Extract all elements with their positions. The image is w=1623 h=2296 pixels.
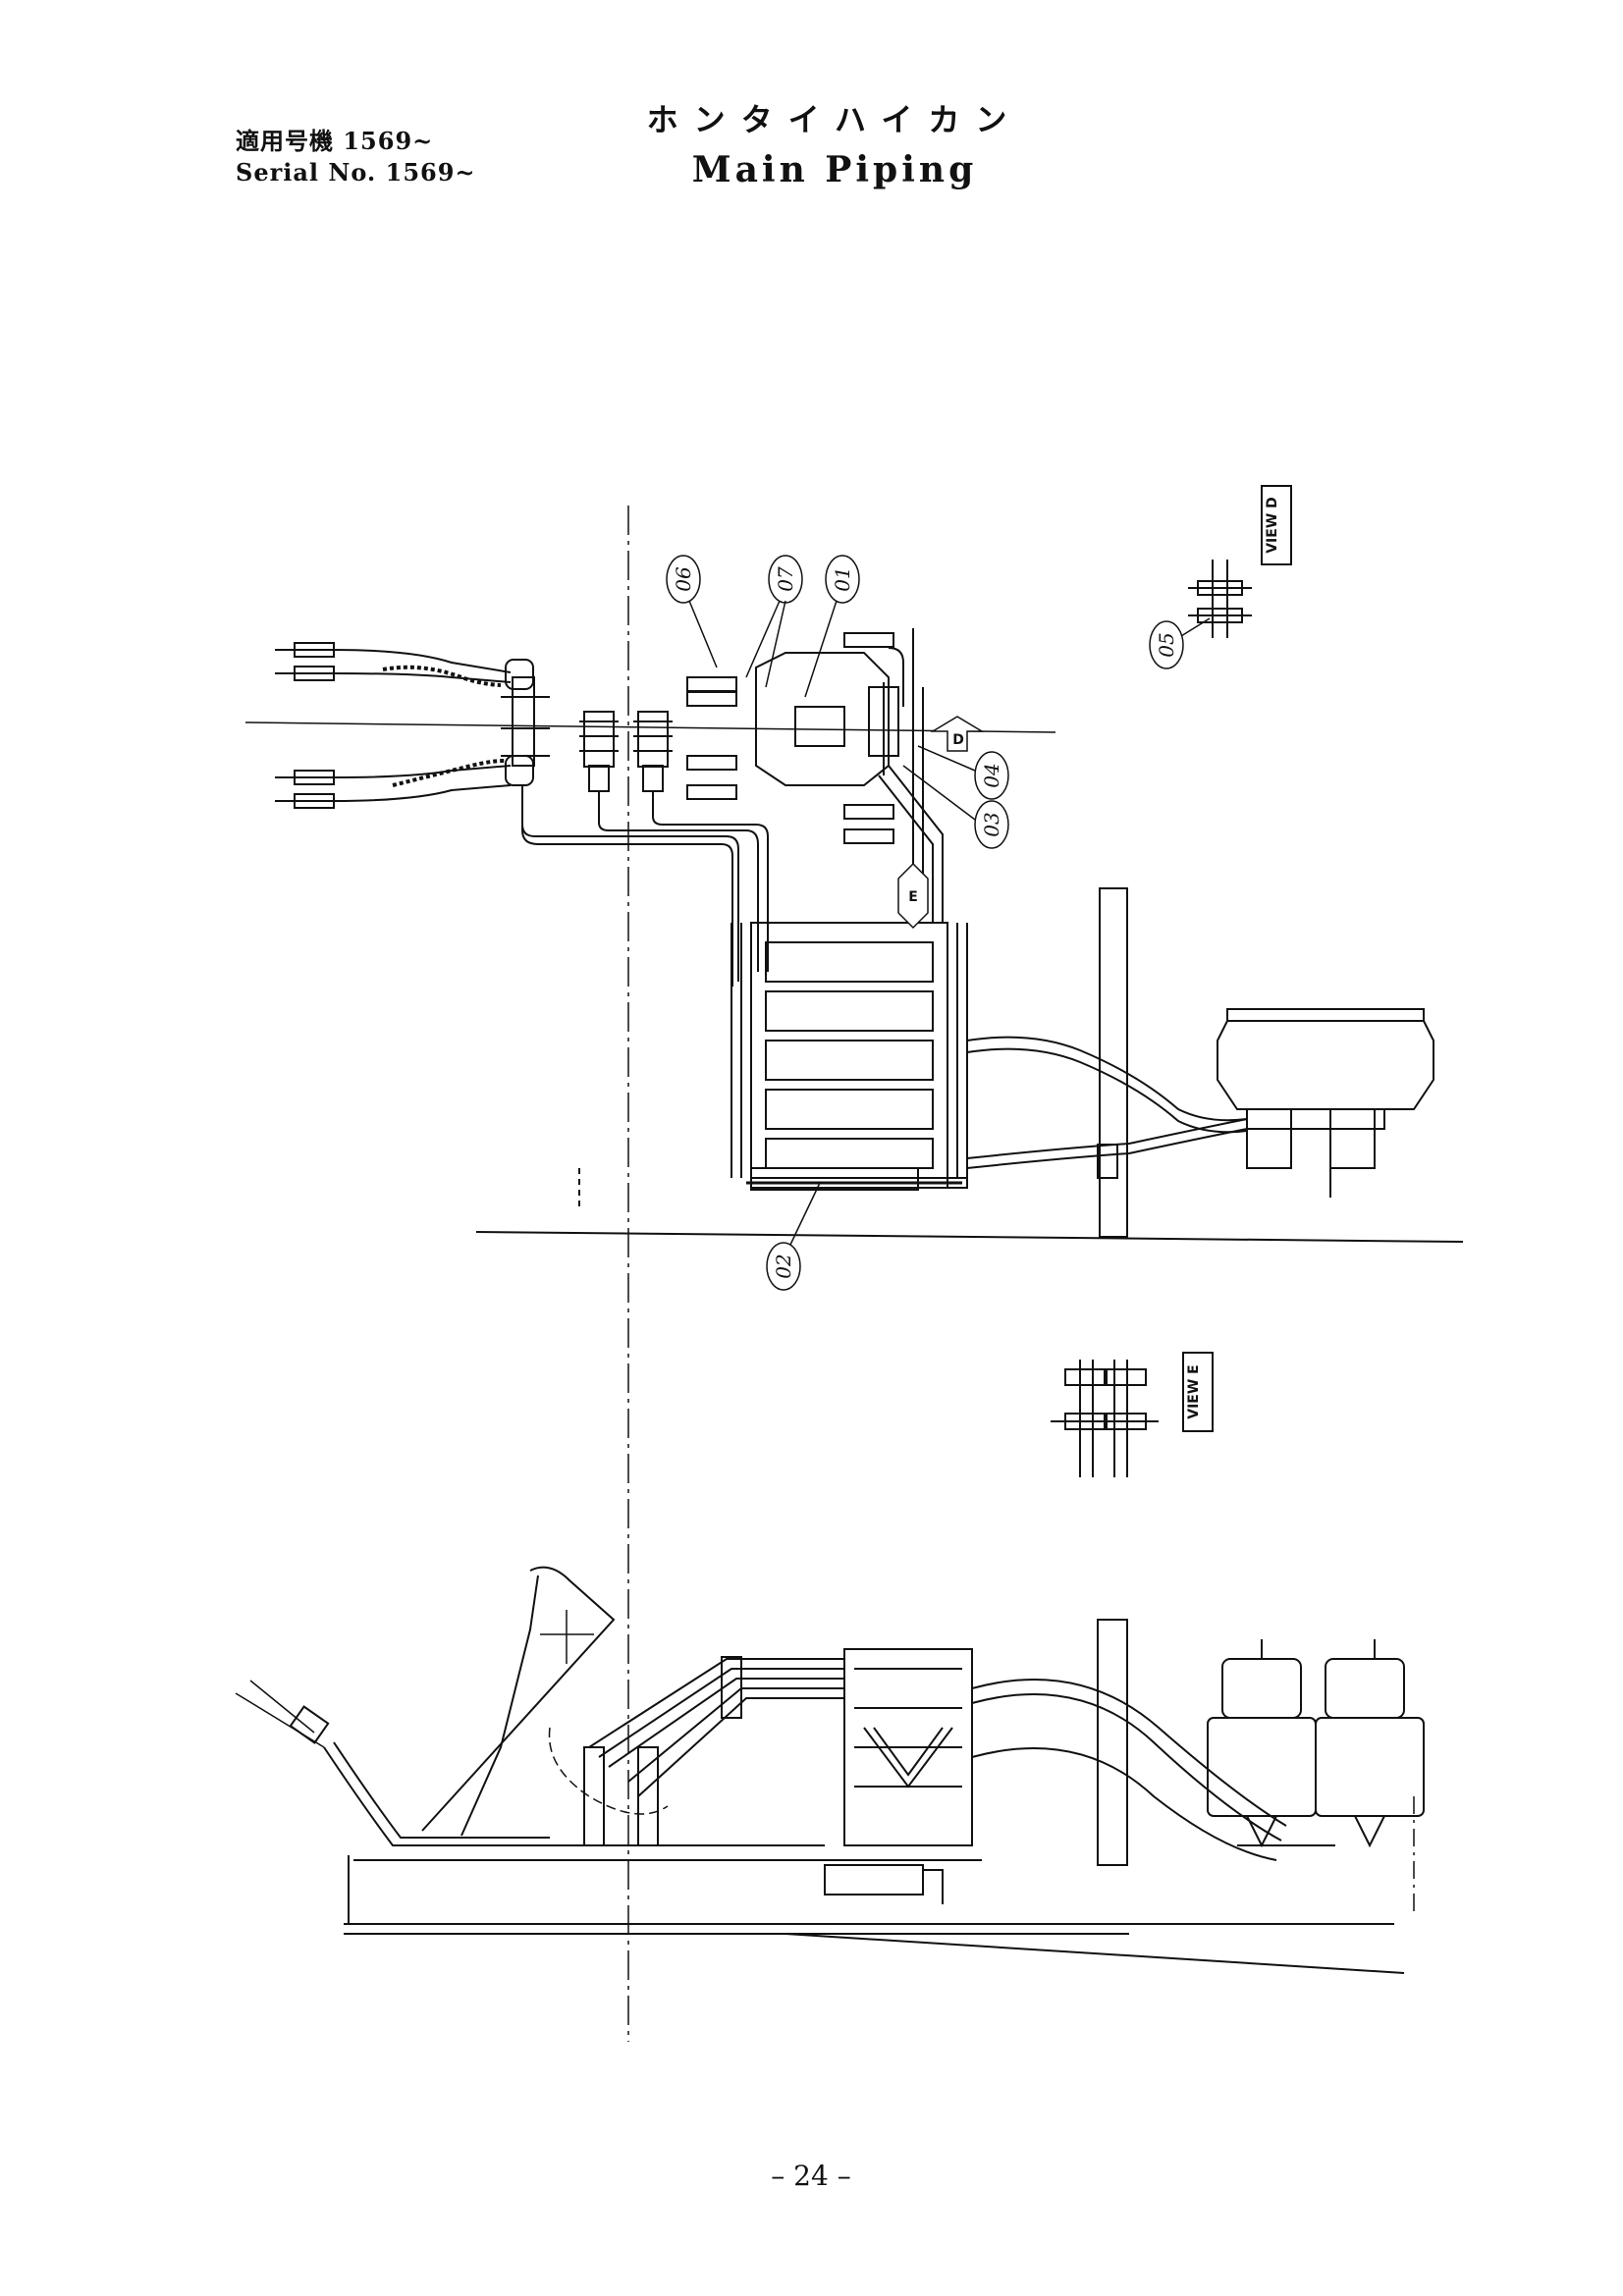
pilot-valve	[686, 628, 924, 883]
view-e-label: VIEW E	[1186, 1364, 1202, 1419]
callout-03: 03	[902, 765, 1009, 849]
view-d-label: VIEW D	[1265, 497, 1280, 554]
valve-stack-side	[843, 1648, 973, 1846]
pipes-to-motor	[966, 1036, 1248, 1179]
callout-02-label: 02	[772, 1254, 795, 1278]
view-d-tag	[1261, 485, 1292, 565]
callout-01: 01	[804, 555, 860, 698]
view-d-marker: D	[930, 716, 985, 752]
callout-07-label: 07	[774, 566, 797, 592]
serial-jp: 適用号機 1569~	[236, 127, 434, 155]
baseline-top	[475, 1231, 1464, 1243]
centerline-horizontal	[244, 721, 1056, 733]
side-view	[235, 1566, 1425, 1974]
callout-05-label: 05	[1155, 632, 1178, 657]
pipe-bundle-main	[521, 785, 769, 987]
swing-motor	[1217, 1008, 1434, 1198]
callout-06: 06	[666, 555, 718, 668]
view-d-marker-label: D	[952, 732, 964, 748]
page-number: – 24 –	[771, 2160, 851, 2192]
serial-block: 適用号機 1569~ Serial No. 1569~	[236, 126, 476, 188]
callout-05: 05	[1149, 617, 1211, 669]
view-e-tag	[1182, 1352, 1214, 1432]
fitting-stack-1	[579, 711, 619, 792]
callout-04: 04	[917, 745, 1009, 800]
boom-silhouette	[421, 1566, 616, 1832]
title-japanese: ホンタイハイカン	[646, 101, 1023, 138]
support-post	[1099, 887, 1128, 1238]
view-d-detail	[1188, 485, 1292, 638]
callout-02: 02	[766, 1182, 821, 1291]
view-e-marker-label: E	[908, 889, 918, 905]
callout-03-label: 03	[980, 812, 1003, 836]
title-block: ホンタイハイカン Main Piping	[589, 98, 1080, 194]
motor-pair-side	[1207, 1639, 1425, 1848]
callout-06-label: 06	[672, 566, 695, 592]
title-english: Main Piping	[691, 149, 978, 190]
callout-01-label: 01	[831, 566, 854, 591]
plan-view	[244, 506, 1464, 2042]
hose-group-lower-left	[275, 755, 534, 809]
ground-line-3	[784, 1933, 1405, 1974]
serial-en: Serial No. 1569~	[236, 158, 476, 187]
callout-04-label: 04	[980, 763, 1003, 787]
control-valve	[730, 922, 968, 1191]
hose-group-upper-left	[275, 642, 534, 690]
view-e-marker: E	[897, 862, 929, 930]
fitting-stack-2	[633, 711, 673, 792]
view-e-detail	[1051, 1352, 1214, 1477]
upper-pipe-bundle	[588, 1656, 844, 1797]
manifold-block	[512, 676, 535, 767]
callout-07: 07	[745, 555, 803, 688]
